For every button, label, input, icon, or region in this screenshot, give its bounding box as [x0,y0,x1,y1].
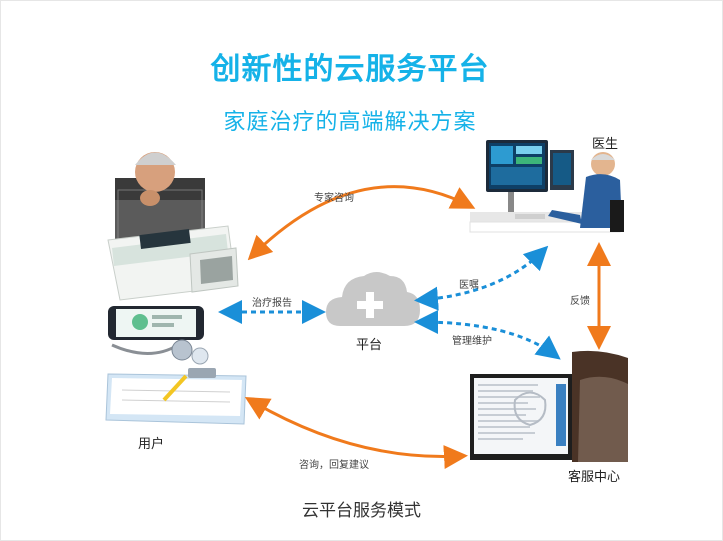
edge-label-medical-advice: 医嘱 [459,280,479,291]
node-label-platform: 平台 [356,338,383,353]
arrow-expert-consult [247,185,476,261]
edge-label-feedback: 反馈 [570,296,590,307]
diagram-caption: 云平台服务模式 [302,501,421,521]
doctor-illustration [469,140,624,233]
edge-label-consult-reply: 咨询，回复建议 [299,460,369,471]
node-label-user: 用户 [138,437,165,452]
node-label-doctor: 医生 [592,137,619,152]
arrow-medical-advice [414,245,549,311]
page-title: 创新性的云服务平台 [210,52,490,87]
node-label-service-center: 客服中心 [568,470,621,485]
service-center-illustration [470,350,628,462]
edge-label-treatment-report: 治疗报告 [252,298,292,309]
edge-label-expert-consult: 专家咨询 [314,193,354,204]
phone-and-stethoscope [108,306,209,365]
clipboard [105,368,247,425]
arrow-management [414,310,561,360]
arrow-consult-reply [244,396,468,469]
page-subtitle: 家庭治疗的高端解决方案 [223,110,477,135]
edge-label-management: 管理维护 [452,336,492,347]
cpap-device [107,225,239,301]
cloud-plus-icon [326,272,420,326]
